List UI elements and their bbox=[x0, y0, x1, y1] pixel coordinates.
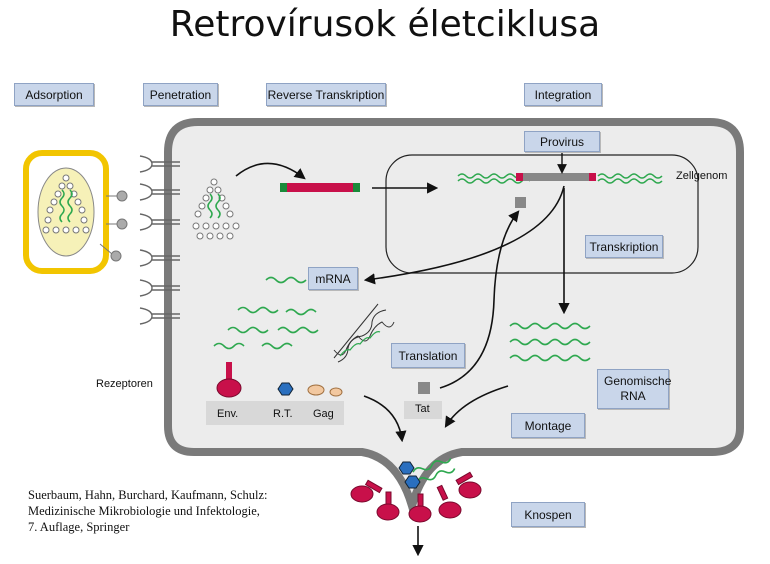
capsid bbox=[192, 178, 240, 240]
cell-genome-right bbox=[597, 173, 663, 184]
citation-line-1: Suerbaum, Hahn, Burchard, Kaufmann, Schu… bbox=[28, 488, 268, 502]
dsdna bbox=[280, 183, 360, 192]
receptors-label: Rezeptoren bbox=[96, 378, 153, 390]
provirus-dna bbox=[516, 173, 596, 181]
cytoplasmic-rna bbox=[213, 306, 319, 350]
stage-genomic-rna: Genomische RNA bbox=[597, 369, 671, 409]
receptors bbox=[139, 155, 180, 325]
stage-reverse-transcription: Reverse Transkription bbox=[266, 83, 386, 106]
budding-virion bbox=[350, 458, 482, 523]
arrow-proteins-to-assembly bbox=[363, 395, 407, 443]
stage-penetration: Penetration bbox=[143, 83, 218, 106]
env-protein-icon bbox=[216, 362, 242, 398]
rt-label: R.T. bbox=[273, 408, 293, 420]
stage-mrna: mRNA bbox=[308, 267, 358, 290]
stage-translation: Translation bbox=[391, 343, 465, 368]
citation-line-2: Medizinische Mikrobiologie und Infektolo… bbox=[28, 504, 260, 518]
arrow-to-mrna bbox=[363, 185, 565, 285]
tat-protein-icon bbox=[418, 382, 430, 394]
rt-protein-icon bbox=[277, 382, 294, 396]
env-label: Env. bbox=[217, 408, 239, 420]
tat-in-nucleus bbox=[515, 197, 526, 208]
translation-helix bbox=[333, 303, 395, 363]
diagram-title: Retrovírusok életciklusa bbox=[169, 4, 601, 45]
stage-budding: Knospen bbox=[511, 502, 585, 527]
gag-protein-icon bbox=[307, 384, 343, 397]
stage-provirus: Provirus bbox=[524, 131, 600, 152]
citation: Suerbaum, Hahn, Burchard, Kaufmann, Schu… bbox=[28, 487, 268, 535]
virus-particle bbox=[23, 150, 128, 274]
stage-transcription: Transkription bbox=[585, 235, 663, 258]
mrna-strand bbox=[265, 276, 307, 284]
arrow-genome-to-assembly bbox=[444, 385, 509, 428]
tat-label: Tat bbox=[415, 403, 430, 415]
stage-adsorption: Adsorption bbox=[14, 83, 94, 106]
stage-assembly: Montage bbox=[511, 413, 585, 438]
citation-line-3: 7. Auflage, Springer bbox=[28, 520, 130, 534]
arrow-reverse-transcription bbox=[235, 162, 306, 180]
arrow-tat-feedback bbox=[439, 210, 520, 389]
gag-label: Gag bbox=[313, 408, 334, 420]
stage-integration: Integration bbox=[524, 83, 602, 106]
genomic-rna-strands bbox=[509, 322, 591, 362]
cell-genome-label: Zellgenom bbox=[676, 170, 728, 182]
